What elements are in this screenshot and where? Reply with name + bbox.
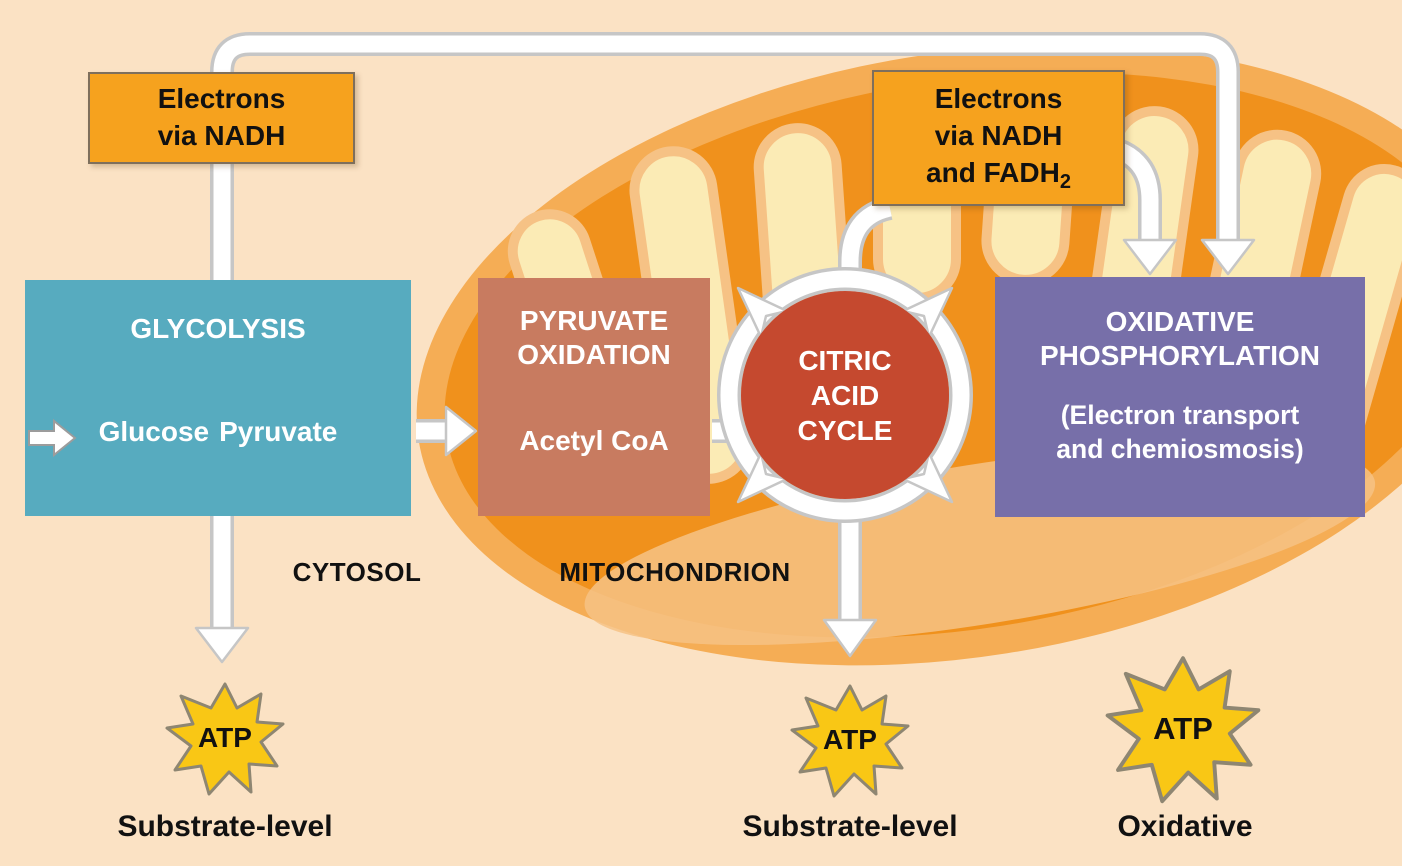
fadh-subscript: 2: [1059, 170, 1071, 193]
glycolysis-title: GLYCOLYSIS: [130, 313, 306, 344]
arrowhead-glycolysis-to-pyruvate-ox: [444, 405, 478, 457]
arrowhead-glycolysis-to-atp: [194, 626, 250, 664]
electrons2-line2: via NADH: [934, 119, 1063, 151]
electrons-line1: Electrons: [157, 83, 286, 115]
pyruvate-label: Pyruvate: [219, 416, 338, 447]
electrons-via-nadh-box: Electrons via NADH: [88, 72, 355, 164]
cycle-arrowhead-bottom-right: [901, 451, 954, 504]
citric-line1: CITRIC: [798, 344, 892, 376]
electrons2-line1: Electrons: [934, 82, 1063, 114]
glycolysis-box: GLYCOLYSIS Glucose Pyruvate: [25, 280, 411, 516]
electrons-via-nadh-fadh2-box: Electrons via NADH and FADH2: [872, 70, 1125, 206]
arrow-cycle-to-carriers-fill: [841, 199, 893, 302]
oxidative-label-right: Oxidative: [1117, 810, 1253, 843]
mitochondrion-label: MITOCHONDRION: [559, 557, 791, 587]
substrate-level-label-middle: Substrate-level: [742, 810, 958, 843]
atp-label-middle: ATP: [823, 724, 877, 755]
glucose-to-pyruvate-row: Glucose Pyruvate: [25, 416, 411, 458]
cycle-arrowhead-top-right: [901, 286, 954, 339]
pyruvate-ox-title-line1: PYRUVATE: [519, 305, 669, 336]
cycle-arrowhead-bottom-left: [736, 451, 789, 504]
arrowhead-fadh2-to-oxphos: [1122, 238, 1178, 276]
pyruvate-oxidation-box: PYRUVATE OXIDATION Acetyl CoA: [478, 278, 710, 516]
arrowhead-nadh-to-oxphos: [1200, 238, 1256, 276]
electrons2-line3: and FADH2: [874, 155, 1123, 195]
glucose-to-pyruvate-arrow-icon: [28, 418, 77, 458]
atp-label-right: ATP: [1153, 711, 1213, 746]
citric-line2: ACID: [810, 379, 880, 411]
atp-label-left: ATP: [198, 722, 252, 753]
acetyl-coa-label: Acetyl CoA: [519, 425, 669, 457]
pyruvate-ox-title-line2: OXIDATION: [517, 339, 671, 371]
cycle-arrowhead-top-left: [736, 286, 789, 339]
fadh-text: and FADH: [926, 156, 1060, 188]
arrow-nadh-to-oxphos-fill: [213, 35, 1237, 636]
electrons-line2: via NADH: [157, 120, 286, 151]
cycle-ring-fill: [720, 270, 970, 520]
glucose-label: Glucose: [98, 416, 210, 447]
substrate-level-label-left: Substrate-level: [117, 810, 333, 843]
oxphos-title-line1: OXIDATIVE: [1105, 306, 1255, 337]
oxphos-subtitle-line2: and chemiosmosis): [1056, 433, 1304, 464]
oxphos-title-line2: PHOSPHORYLATION: [1039, 340, 1320, 372]
oxidative-phosphorylation-box: OXIDATIVE PHOSPHORYLATION (Electron tran…: [995, 277, 1365, 517]
citric-acid-cycle-circle: CITRIC ACID CYCLE: [741, 291, 949, 499]
arrowhead-cycle-to-atp: [822, 618, 878, 658]
citric-line3: CYCLE: [797, 414, 893, 446]
oxphos-subtitle-line1: (Electron transport: [1060, 400, 1300, 431]
cytosol-label: CYTOSOL: [292, 557, 422, 587]
